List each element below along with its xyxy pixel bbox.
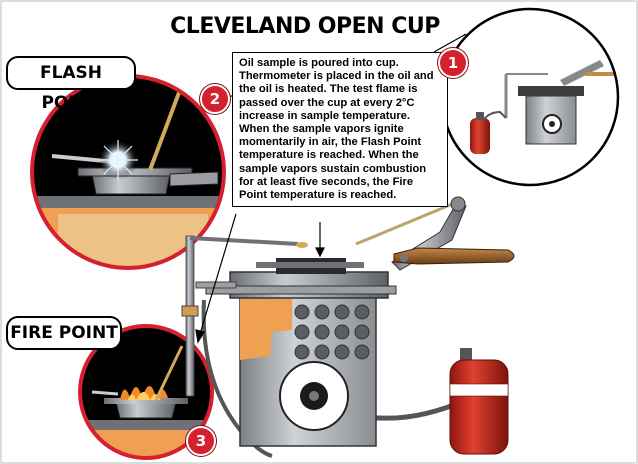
diagram-title: CLEVELAND OPEN CUP [170, 14, 440, 39]
badge-three: 3 [186, 426, 216, 456]
pointer-lines [195, 33, 467, 344]
fire-point-label: FIRE POINT [6, 316, 122, 350]
procedure-description: Oil sample is poured into cup. Thermomet… [232, 52, 448, 208]
main-apparatus [181, 196, 515, 458]
apparatus-inset [440, 7, 620, 187]
fire-point-inset [78, 324, 214, 460]
flash-point-label: FLASH POINT [6, 56, 136, 113]
badge-one: 1 [438, 48, 468, 78]
badge-two: 2 [200, 84, 230, 114]
